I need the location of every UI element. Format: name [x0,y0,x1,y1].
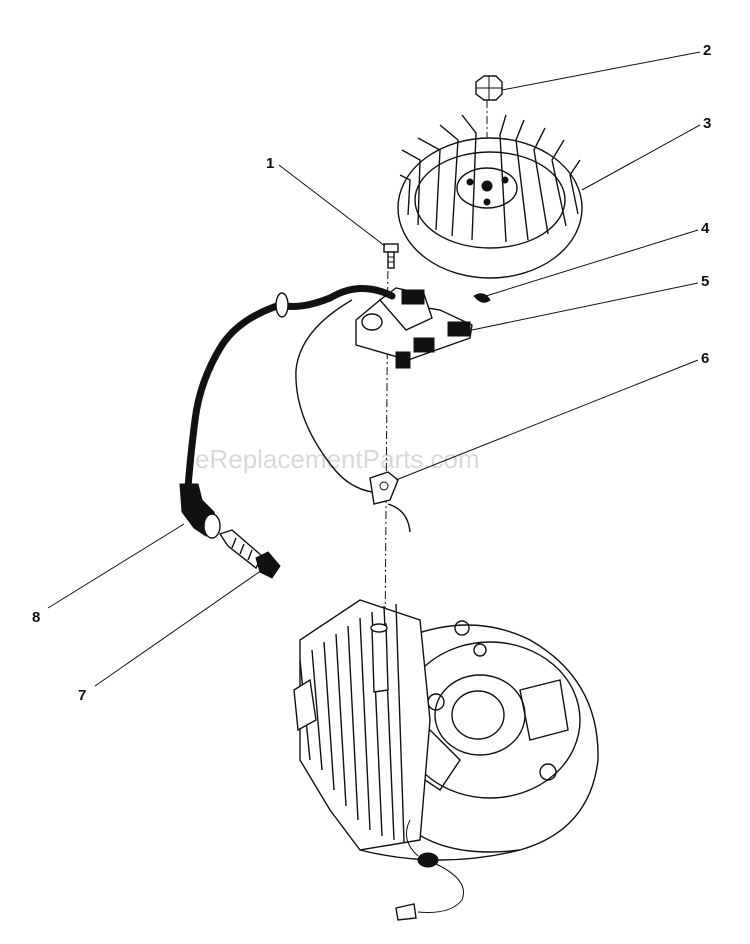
leader-line-8 [47,523,185,609]
leader-line-6 [395,359,699,481]
leader-line-5 [471,282,699,331]
leader-line-4 [485,229,699,297]
wire-clip-part-6 [295,299,411,533]
spark-plug-part-7 [218,529,281,579]
leader-line-2 [501,51,701,91]
engine-block [293,599,599,861]
callout-6: 6 [701,350,709,367]
callout-2: 2 [703,42,711,59]
nut-part-2 [475,75,503,101]
ground-wire [395,819,464,921]
screw-part-1 [383,243,399,269]
leader-line-1 [278,164,386,247]
callout-7: 7 [78,687,86,704]
callout-1: 1 [266,155,274,172]
callout-3: 3 [703,115,711,132]
callout-8: 8 [32,609,40,626]
ignition-module-part-5 [355,287,473,369]
leader-line-7 [94,569,263,687]
leader-line-3 [581,124,701,191]
watermark-text: eReplacementParts.com [195,444,480,474]
callout-5: 5 [701,273,709,290]
flywheel-part-3 [397,114,583,279]
spark-plug-wire-part-8 [179,284,396,539]
callout-4: 4 [701,220,710,237]
